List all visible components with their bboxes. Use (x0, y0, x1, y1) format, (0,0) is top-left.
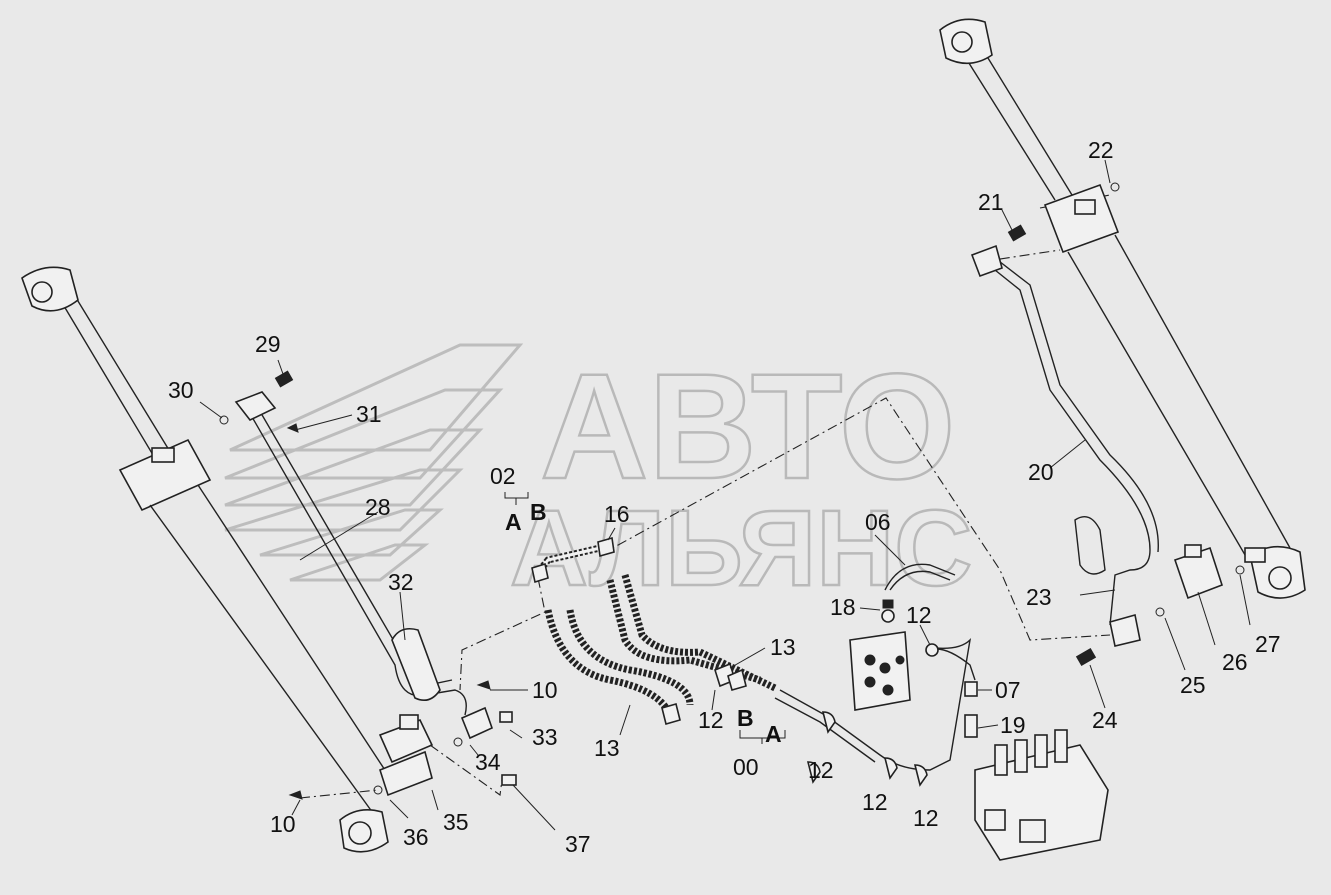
callout-23: 23 (1026, 584, 1052, 610)
callout-12-c: 12 (862, 789, 888, 815)
callout-12-e: 12 (906, 602, 932, 628)
callout-12-d: 12 (913, 805, 939, 831)
left-valve-block (288, 680, 517, 800)
callout-10-lower: 10 (270, 811, 296, 837)
callout-36: 36 (403, 824, 429, 850)
callout-21: 21 (978, 189, 1004, 215)
callout-34: 34 (475, 749, 501, 775)
center-valve-block (849, 599, 911, 711)
watermark: АВТО АЛЬЯНС (224, 341, 973, 609)
watermark-line1: АВТО (540, 342, 956, 510)
callout-26: 26 (1222, 649, 1248, 675)
port-a-top: A (505, 509, 522, 535)
callout-12-b: 12 (808, 757, 834, 783)
callout-00: 00 (733, 754, 759, 780)
left-pipe (219, 370, 467, 716)
callout-labels: 30 29 31 28 32 10 33 34 35 36 37 10 02 A… (168, 137, 1281, 857)
callout-13-left: 13 (594, 735, 620, 761)
port-b-top: B (530, 499, 547, 525)
callout-30: 30 (168, 377, 194, 403)
port-a-bottom: A (765, 721, 782, 747)
callout-28: 28 (365, 494, 391, 520)
main-control-valve (964, 681, 1109, 861)
callout-07: 07 (995, 677, 1021, 703)
callout-10-upper: 10 (532, 677, 558, 703)
watermark-line2: АЛЬЯНС (510, 487, 972, 608)
callout-20: 20 (1028, 459, 1054, 485)
right-cylinder (939, 18, 1306, 599)
callout-35: 35 (443, 809, 469, 835)
port-b-bottom: B (737, 705, 754, 731)
right-pipe (970, 182, 1223, 667)
callout-32: 32 (388, 569, 414, 595)
callout-16: 16 (604, 501, 630, 527)
callout-29: 29 (255, 331, 281, 357)
left-cylinder (21, 266, 399, 853)
callout-19: 19 (1000, 712, 1026, 738)
hoses (531, 536, 976, 787)
callout-18: 18 (830, 594, 856, 620)
watermark-logo-icon (224, 343, 524, 582)
callout-25: 25 (1180, 672, 1206, 698)
callout-12-hose: 12 (698, 707, 724, 733)
callout-33: 33 (532, 724, 558, 750)
callout-31: 31 (356, 401, 382, 427)
callout-24: 24 (1092, 707, 1118, 733)
callout-37: 37 (565, 831, 591, 857)
callout-27: 27 (1255, 631, 1281, 657)
callout-22: 22 (1088, 137, 1114, 163)
callout-02: 02 (490, 463, 516, 489)
callout-06: 06 (865, 509, 891, 535)
leader-lines (199, 159, 1251, 831)
callout-13-right: 13 (770, 634, 796, 660)
